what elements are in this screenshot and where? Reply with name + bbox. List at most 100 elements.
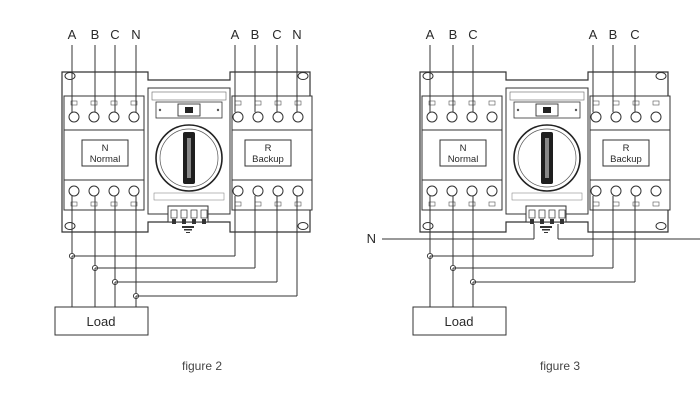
terminal-screw (232, 111, 244, 123)
control-terminal-screw (182, 219, 186, 224)
terminal-screw (68, 185, 80, 197)
terminal-screw (292, 185, 304, 197)
control-terminal (548, 209, 556, 219)
neutral-label-left: N (367, 231, 376, 246)
ground-symbol (182, 226, 194, 233)
terminal-screw (128, 185, 140, 197)
led-indicator (516, 108, 520, 112)
terminal-screw (486, 111, 498, 123)
terminal-window (488, 100, 496, 106)
terminal-screw (446, 111, 458, 123)
control-terminal (200, 209, 208, 219)
terminal-window (274, 201, 282, 207)
terminal-screw (128, 111, 140, 123)
terminal-screw (426, 185, 438, 197)
figure-caption: figure 3 (540, 359, 580, 373)
phase-label: A (426, 27, 435, 42)
terminal-screw (486, 185, 498, 197)
terminal-window (70, 100, 78, 106)
normal-panel (439, 139, 487, 167)
control-terminal-screw (192, 219, 196, 224)
terminal-screw (466, 111, 478, 123)
control-terminal (558, 209, 566, 219)
terminal-screw (630, 111, 642, 123)
control-terminal-screw (202, 219, 206, 224)
led-indicator (158, 108, 162, 112)
terminal-window (254, 201, 262, 207)
ground-symbol (540, 226, 552, 233)
terminal-screw (88, 111, 100, 123)
load-rect (54, 306, 149, 336)
terminal-screw (630, 185, 642, 197)
terminal-window (488, 201, 496, 207)
terminal-window (652, 100, 660, 106)
normal-panel-code: N (102, 143, 109, 154)
load-rect (412, 306, 507, 336)
phase-label: N (292, 27, 301, 42)
phase-label: B (91, 27, 100, 42)
terminal-screw (232, 185, 244, 197)
control-terminal-screw (550, 219, 554, 224)
terminal-window (592, 201, 600, 207)
terminal-window (130, 201, 138, 207)
ground-bar (540, 226, 552, 228)
status-indicator (185, 107, 193, 113)
terminal-screw (590, 185, 602, 197)
ground-bar (182, 226, 194, 228)
phase-label: A (589, 27, 598, 42)
status-indicator (543, 107, 551, 113)
terminal-window (90, 201, 98, 207)
ground-bar (186, 232, 190, 233)
controller-footer (511, 192, 583, 201)
mounting-hole (64, 222, 76, 230)
load-label: Load (87, 314, 116, 329)
load-box: Load (412, 306, 507, 336)
terminal-window (90, 100, 98, 106)
phase-label: C (630, 27, 639, 42)
normal-panel (81, 139, 129, 167)
control-terminal (528, 209, 536, 219)
selector-handle-grip (187, 138, 191, 178)
control-terminal-screw (172, 219, 176, 224)
terminal-window (234, 201, 242, 207)
terminal-screw (426, 111, 438, 123)
led-indicator (216, 108, 220, 112)
ground-bar (544, 232, 548, 233)
terminal-screw (610, 111, 622, 123)
terminal-window (130, 100, 138, 106)
terminal-window (652, 201, 660, 207)
terminal-screw (68, 111, 80, 123)
figure3-diagram: ABCABCNNormalRBackupLoadNNfigure 3 (367, 27, 700, 373)
terminal-window (428, 100, 436, 106)
terminal-window (612, 100, 620, 106)
control-terminal (190, 209, 198, 219)
terminal-window (294, 201, 302, 207)
terminal-screw (272, 185, 284, 197)
figure-caption: figure 2 (182, 359, 222, 373)
phase-label: C (272, 27, 281, 42)
phase-label: A (231, 27, 240, 42)
phase-label: B (449, 27, 458, 42)
phase-label: N (131, 27, 140, 42)
ground-bar (184, 229, 192, 231)
selector-handle-grip (545, 138, 549, 178)
controller-footer (153, 192, 225, 201)
normal-panel-label: Normal (448, 154, 479, 165)
backup-panel-label: Backup (252, 154, 284, 165)
control-terminal-screw (540, 219, 544, 224)
terminal-screw (252, 111, 264, 123)
backup-panel-code: R (623, 143, 630, 154)
mounting-hole (64, 72, 76, 80)
terminal-screw (88, 185, 100, 197)
terminal-window (294, 100, 302, 106)
terminal-window (274, 100, 282, 106)
terminal-window (70, 201, 78, 207)
mounting-hole (297, 72, 309, 80)
terminal-window (632, 100, 640, 106)
ground-bar (542, 229, 550, 231)
terminal-window (110, 201, 118, 207)
control-terminal-block (167, 205, 209, 223)
terminal-window (632, 201, 640, 207)
